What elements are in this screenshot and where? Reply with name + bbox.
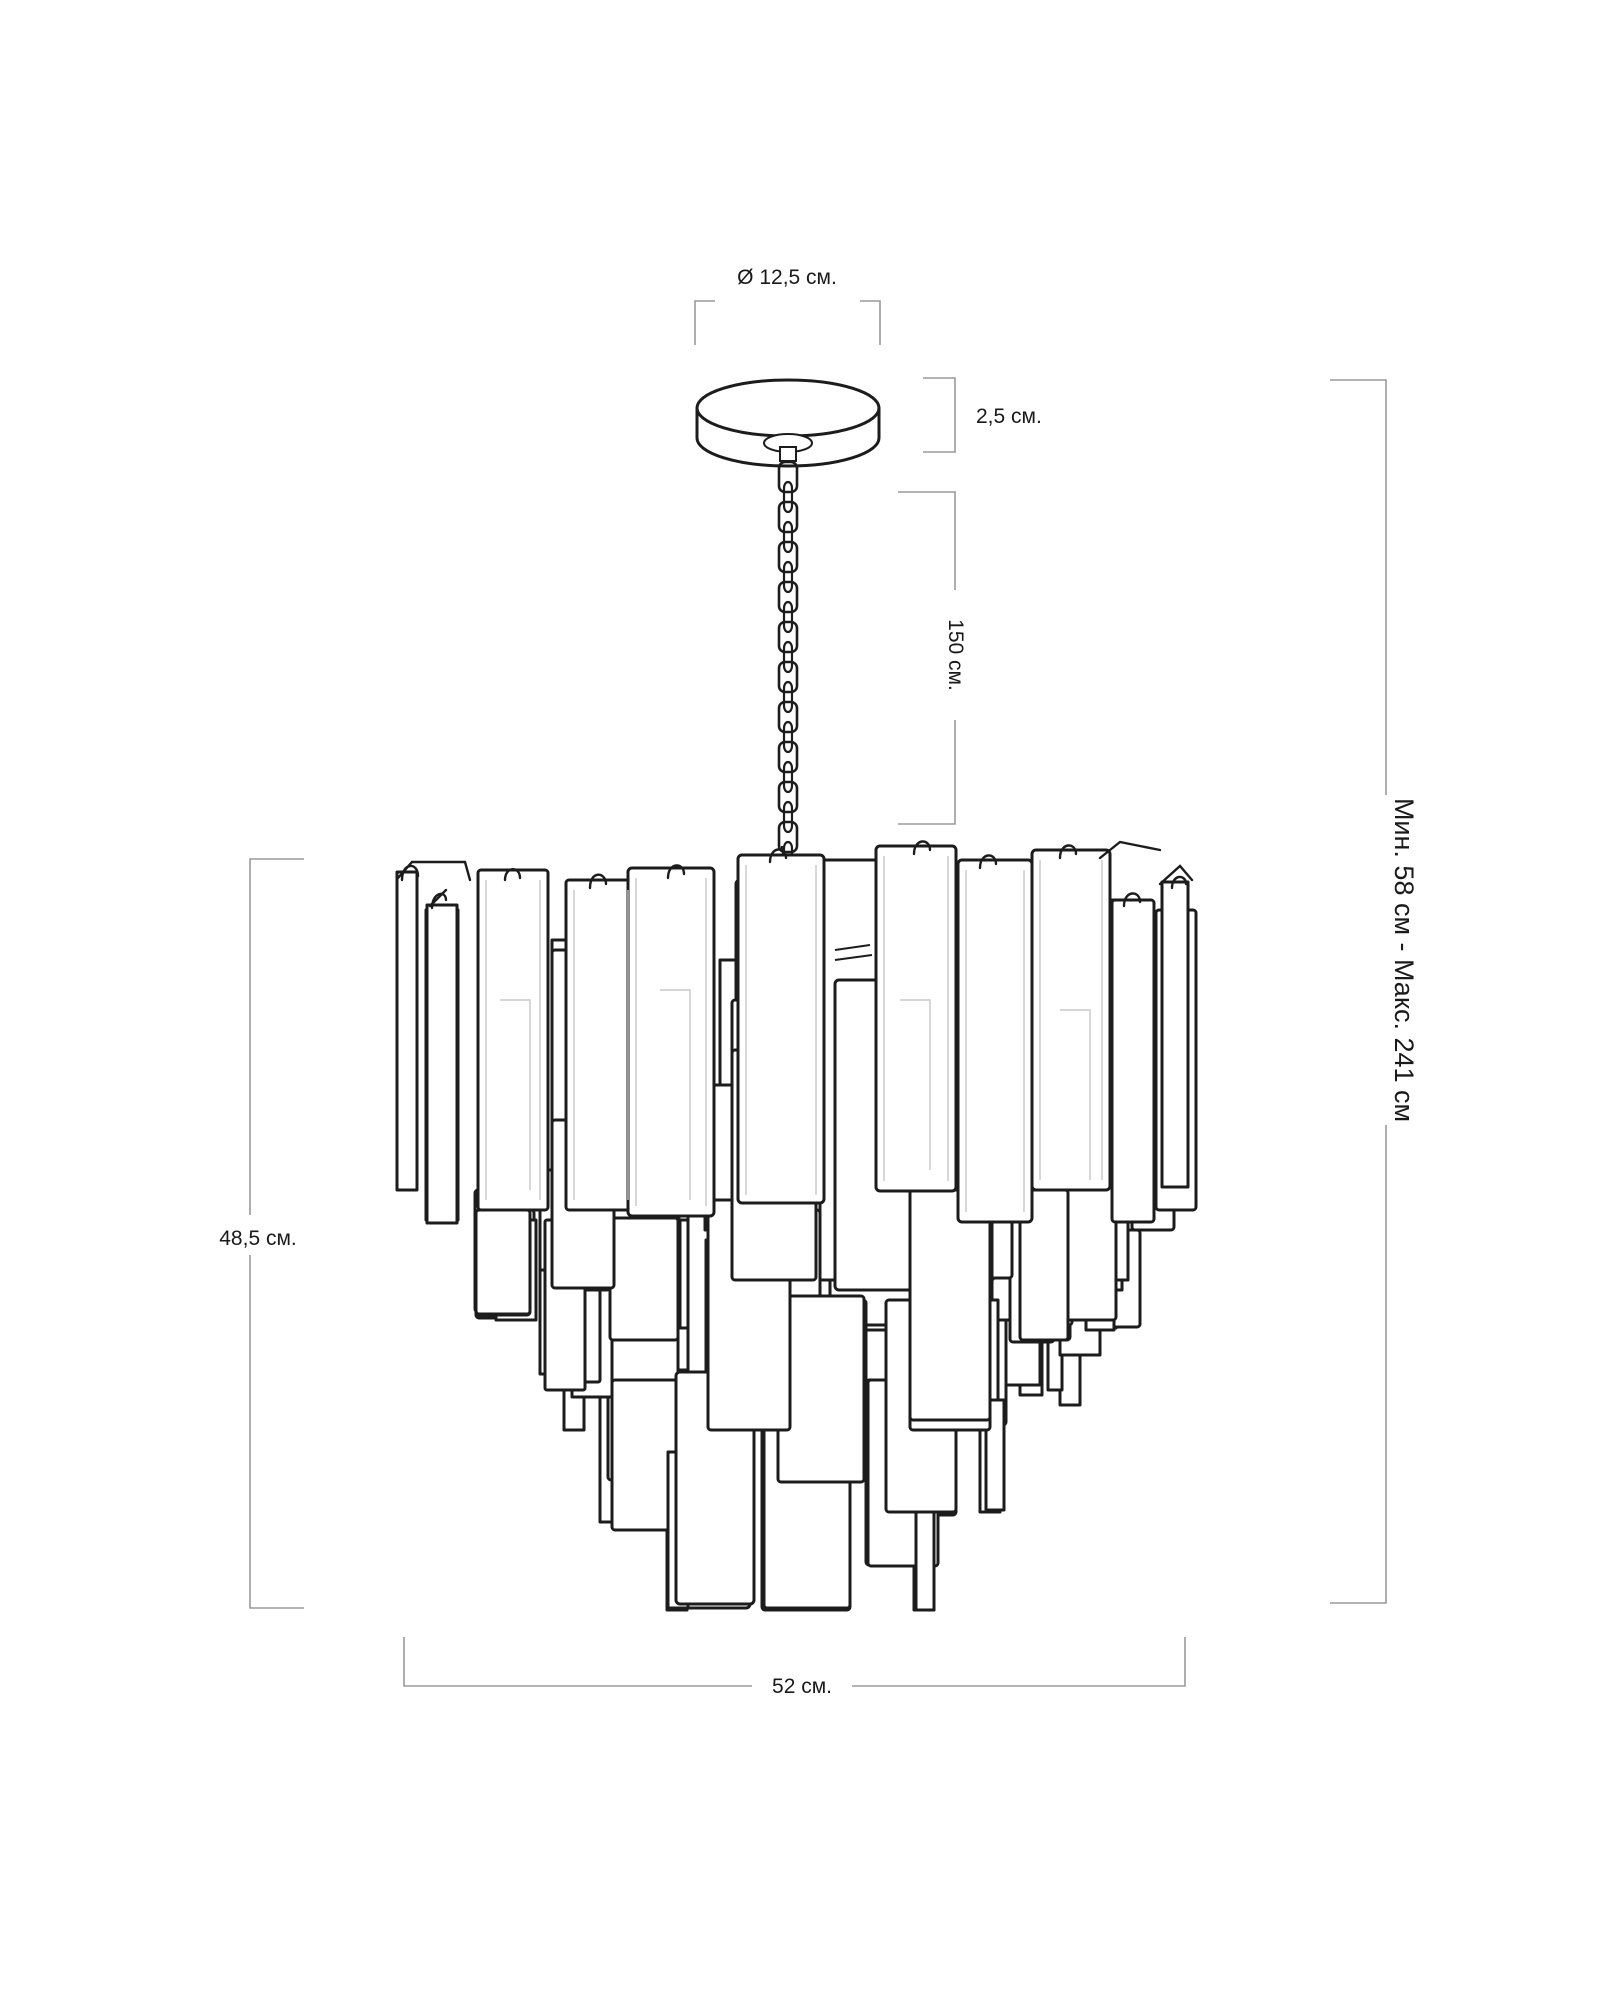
label-total-height: Мин. 58 см - Макс. 241 см bbox=[1389, 798, 1419, 1122]
chain-link bbox=[782, 760, 794, 794]
dimension-body-width: 52 см. bbox=[403, 1637, 1186, 1702]
chain-link bbox=[782, 480, 794, 514]
glass-panel bbox=[1160, 880, 1190, 1189]
chain-link bbox=[777, 540, 799, 574]
dimension-total-height: Мин. 58 см - Макс. 241 см bbox=[1330, 379, 1419, 1604]
label-chain-length: 150 см. bbox=[944, 619, 967, 691]
glass-panel bbox=[395, 870, 419, 1192]
suspension-chain bbox=[777, 460, 799, 874]
label-canopy-height: 2,5 см. bbox=[976, 405, 1042, 428]
chain-link bbox=[777, 780, 799, 814]
chain-link bbox=[777, 700, 799, 734]
dimension-canopy-height: 2,5 см. bbox=[923, 377, 1042, 453]
dimension-chain-length: 150 см. bbox=[898, 491, 968, 825]
chandelier-frame-ring bbox=[834, 944, 873, 961]
glass-panel bbox=[1030, 848, 1112, 1192]
chain-link bbox=[777, 500, 799, 534]
dimension-canopy-diameter: Ø 12,5 см. bbox=[694, 266, 881, 345]
chain-link bbox=[782, 520, 794, 554]
chain-link bbox=[777, 580, 799, 614]
glass-panel-assembly bbox=[395, 840, 1198, 1612]
glass-panel bbox=[476, 868, 550, 1212]
ceiling-canopy bbox=[695, 378, 881, 468]
glass-panel bbox=[1110, 898, 1156, 1224]
chain-link bbox=[777, 740, 799, 774]
glass-panel bbox=[908, 1188, 992, 1422]
label-body-width: 52 см. bbox=[772, 1675, 832, 1698]
glass-panel bbox=[425, 903, 459, 1225]
glass-panel bbox=[474, 1208, 532, 1316]
label-canopy-diameter: Ø 12,5 см. bbox=[737, 266, 837, 289]
glass-panel bbox=[626, 866, 716, 1218]
glass-panel bbox=[564, 878, 638, 1212]
chain-link bbox=[782, 800, 794, 834]
glass-panel bbox=[874, 844, 958, 1193]
glass-panel bbox=[1060, 1178, 1118, 1322]
chain-link bbox=[777, 460, 799, 494]
glass-panel bbox=[956, 858, 1034, 1224]
chain-link bbox=[782, 720, 794, 754]
chain-link bbox=[777, 620, 799, 654]
chain-link bbox=[782, 640, 794, 674]
chain-link bbox=[782, 600, 794, 634]
glass-panel bbox=[608, 1216, 680, 1342]
label-body-height: 48,5 см. bbox=[219, 1227, 296, 1250]
chain-link bbox=[777, 660, 799, 694]
chain-link bbox=[782, 560, 794, 594]
chain-link bbox=[777, 820, 799, 854]
dimension-body-height: 48,5 см. bbox=[219, 858, 304, 1609]
chain-link bbox=[782, 680, 794, 714]
glass-panel bbox=[736, 853, 826, 1205]
